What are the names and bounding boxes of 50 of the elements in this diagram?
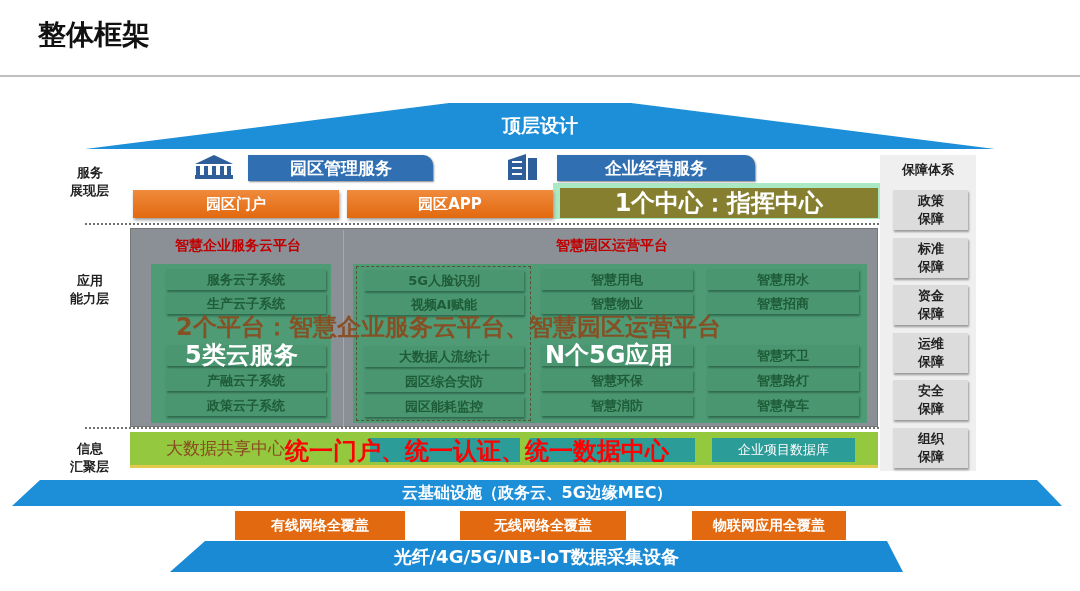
layer-label: 服务展现层 bbox=[70, 164, 109, 200]
guarantee-box: 资金保障 bbox=[893, 285, 968, 325]
module-box: 智慧用电 bbox=[541, 269, 693, 290]
service-box: 园区APP bbox=[347, 190, 553, 218]
page-title: 整体框架 bbox=[38, 17, 150, 53]
guarantee-box: 安全保障 bbox=[893, 380, 968, 420]
module-box: 智慧路灯 bbox=[707, 370, 859, 391]
module-box: 园区能耗监控 bbox=[364, 396, 524, 417]
guarantee-box: 运维保障 bbox=[893, 332, 968, 373]
overlay-heading: 5类云服务 bbox=[185, 343, 298, 367]
guarantee-box: 政策保障 bbox=[893, 190, 968, 230]
banner-title: 云基础设施（政务云、5G边缘MEC） bbox=[401, 482, 673, 504]
network-box: 有线网络全覆盖 bbox=[235, 511, 405, 540]
module-box: 大数据人流统计 bbox=[364, 346, 524, 367]
network-box: 物联网应用全覆盖 bbox=[692, 511, 846, 540]
layer-panel bbox=[130, 228, 878, 427]
guarantee-box: 组织保障 bbox=[893, 427, 968, 468]
module-box: 智慧用水 bbox=[707, 269, 859, 290]
module-box: 视频AI赋能 bbox=[364, 294, 524, 315]
category-tab: 企业经营服务 bbox=[557, 155, 755, 181]
module-box: 生产云子系统 bbox=[166, 293, 326, 314]
layer-label: 信息汇聚层 bbox=[70, 440, 109, 476]
panel-heading: 保障体系 bbox=[902, 161, 954, 179]
overlay-heading: 统一门户、统一认证、统一数据中心 bbox=[285, 436, 669, 467]
overlay-heading: N个5G应用 bbox=[545, 343, 674, 367]
banner-title: 顶层设计 bbox=[502, 113, 578, 138]
data-center-label: 大数据共享中心 bbox=[166, 437, 285, 458]
data-bar bbox=[130, 432, 878, 468]
module-box: 服务云子系统 bbox=[166, 269, 326, 290]
category-tab: 园区管理服务 bbox=[248, 155, 433, 181]
platform-heading: 智慧园区运营平台 bbox=[555, 237, 668, 255]
network-box: 无线网络全覆盖 bbox=[460, 511, 626, 540]
module-box: 智慧消防 bbox=[541, 395, 693, 416]
module-box: 智慧停车 bbox=[707, 395, 859, 416]
guarantee-panel bbox=[880, 155, 976, 471]
module-box: 园区综合安防 bbox=[364, 371, 524, 392]
command-center-box: 1个中心：指挥中心 bbox=[560, 188, 878, 218]
module-box: 产融云子系统 bbox=[166, 370, 326, 391]
platform-heading: 智慧企业服务云平台 bbox=[174, 237, 301, 255]
service-box: 园区门户 bbox=[133, 190, 339, 218]
module-box: 智慧环卫 bbox=[707, 345, 859, 366]
layer-label: 应用能力层 bbox=[70, 272, 109, 308]
banner-title: 光纤/4G/5G/NB-IoT数据采集设备 bbox=[393, 544, 680, 569]
module-box: 智慧环保 bbox=[541, 370, 693, 391]
guarantee-box: 标准保障 bbox=[893, 237, 968, 278]
module-box: 智慧物业 bbox=[541, 293, 693, 314]
module-box: 智慧招商 bbox=[707, 293, 859, 314]
database-box: 企业项目数据库 bbox=[712, 438, 855, 462]
module-box: 政策云子系统 bbox=[166, 395, 326, 416]
module-box: 5G人脸识别 bbox=[364, 270, 524, 291]
